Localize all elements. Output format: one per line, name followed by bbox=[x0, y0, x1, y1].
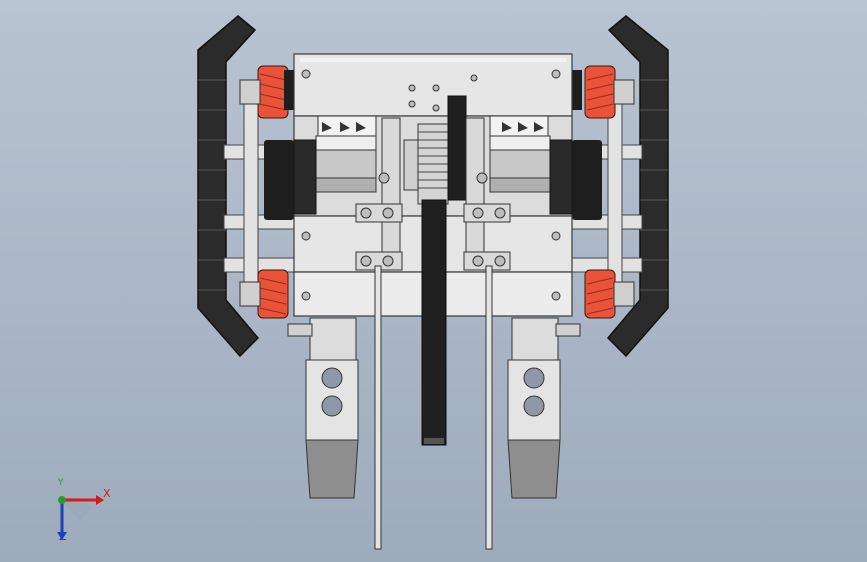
wheel-rear-right[interactable] bbox=[584, 269, 635, 319]
side-motor-blocks bbox=[264, 70, 602, 220]
left-lower-arm[interactable] bbox=[287, 317, 359, 499]
lifter-rods[interactable] bbox=[374, 265, 493, 550]
left-drive-motor[interactable] bbox=[315, 115, 377, 193]
motor-drums bbox=[293, 139, 573, 215]
central-gear-train[interactable] bbox=[403, 95, 467, 205]
linkage-bolts bbox=[360, 172, 506, 267]
right-lower-arm[interactable] bbox=[507, 317, 581, 499]
wheel-front-left[interactable] bbox=[239, 65, 289, 119]
x-axis-label: X bbox=[103, 487, 111, 500]
chassis-screws bbox=[301, 69, 561, 301]
right-track[interactable] bbox=[606, 15, 669, 358]
wheel-front-right[interactable] bbox=[584, 65, 635, 119]
center-blade[interactable] bbox=[421, 199, 447, 446]
y-axis-dot bbox=[58, 496, 66, 504]
chassis-top-plate[interactable] bbox=[293, 53, 573, 117]
wheel-rear-left[interactable] bbox=[239, 269, 289, 319]
z-axis-label: Z bbox=[59, 530, 67, 543]
y-axis-label: Y bbox=[58, 478, 64, 488]
orientation-triad bbox=[57, 495, 104, 540]
left-track[interactable] bbox=[197, 15, 260, 358]
right-drive-motor[interactable] bbox=[489, 115, 551, 193]
